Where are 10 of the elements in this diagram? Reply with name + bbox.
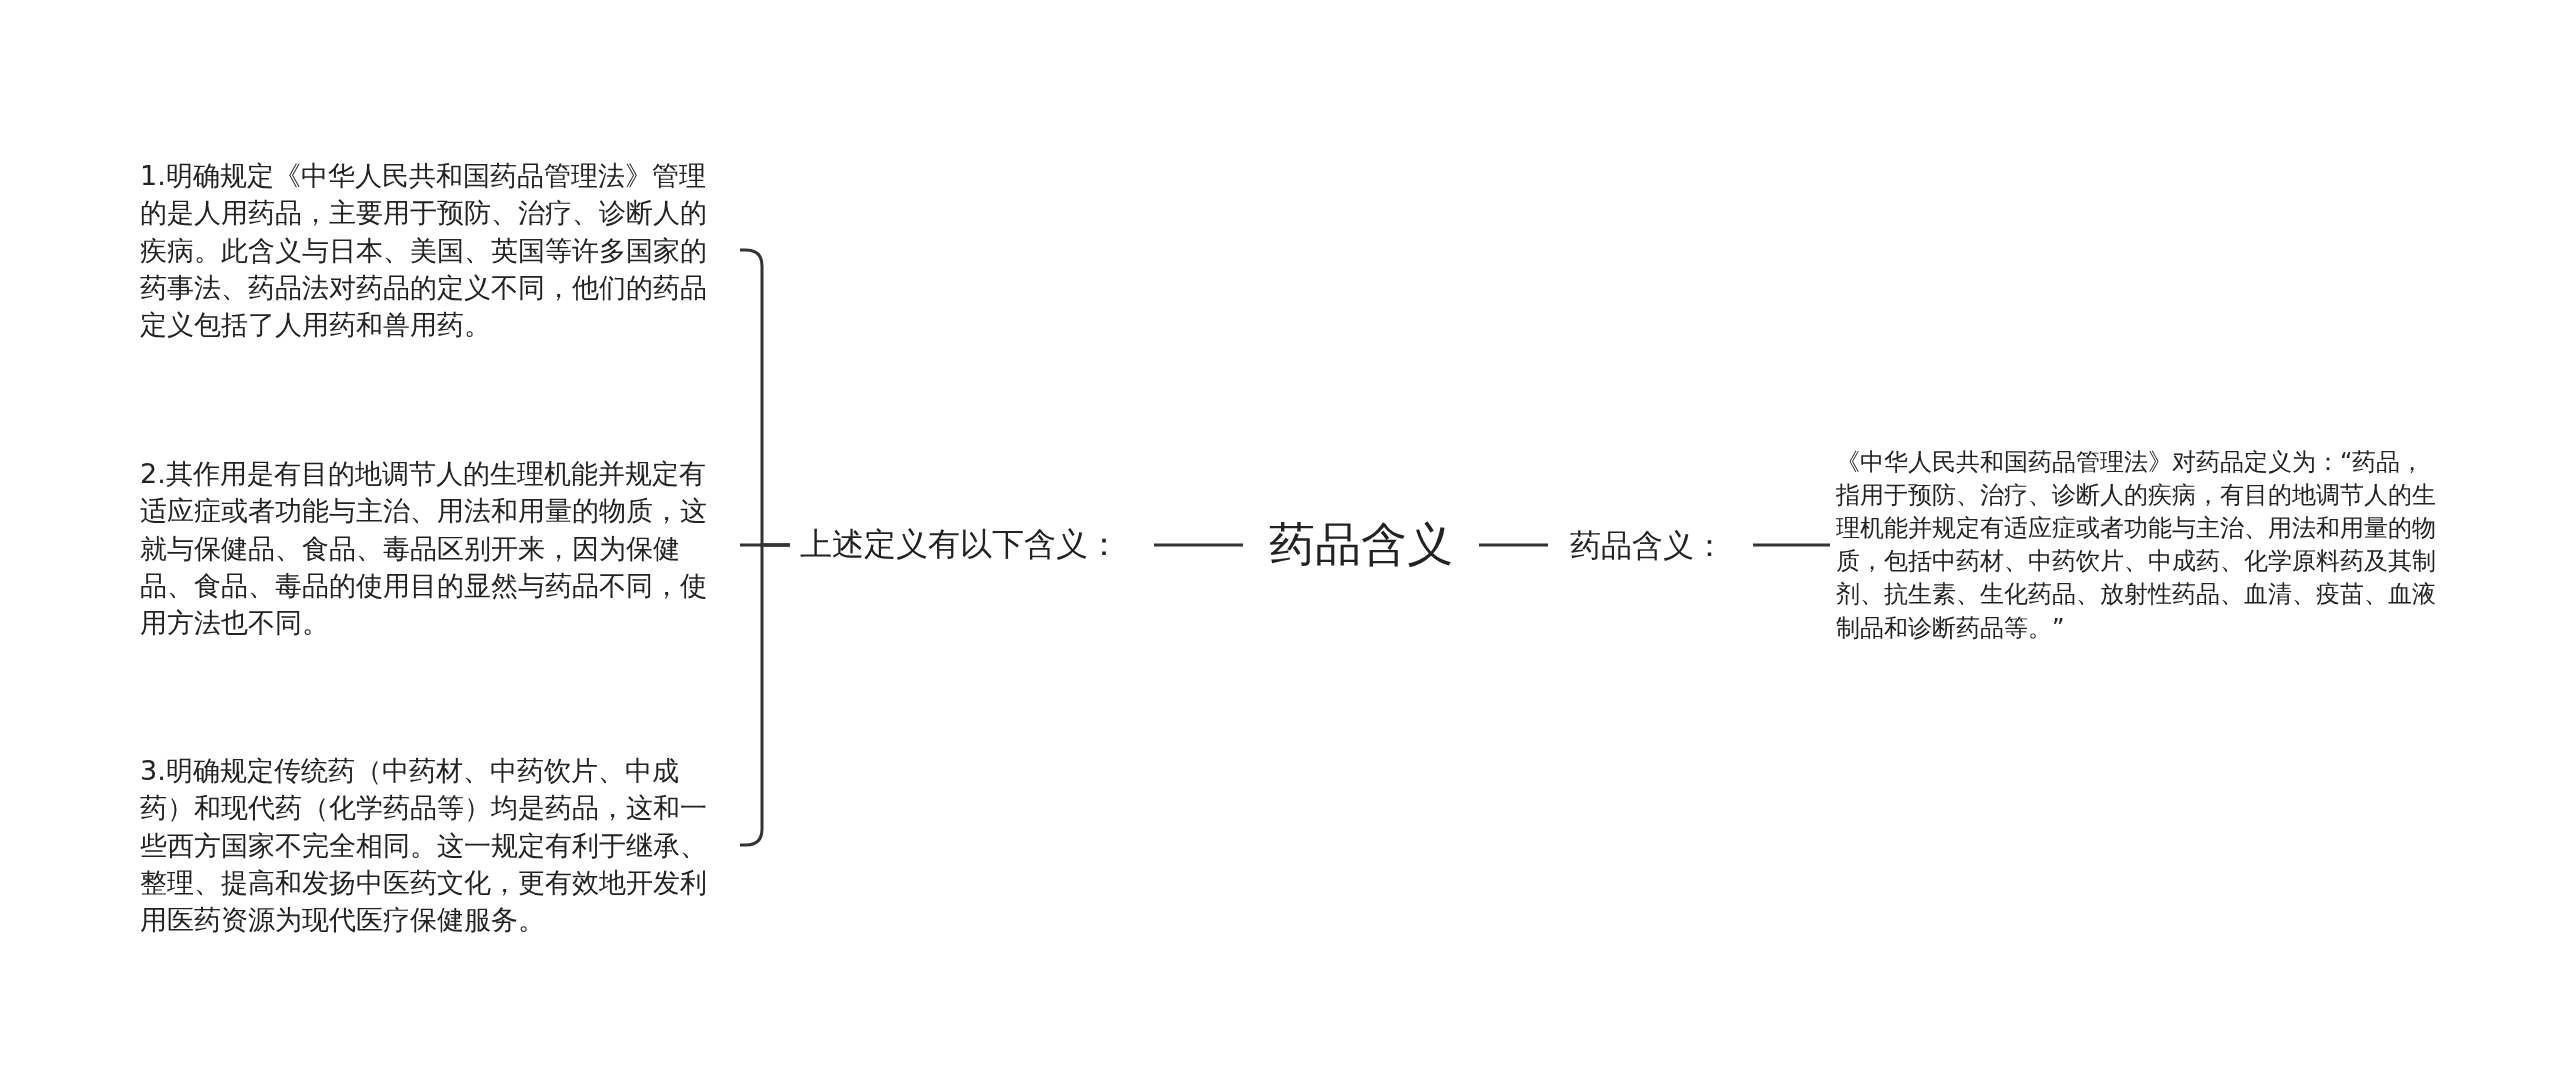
connector-line xyxy=(1154,543,1243,547)
leaf-topic-text: 3.明确规定传统药（中药材、中药饮片、中成药）和现代药（化学药品等）均是药品，这和一些西方国家不完全相同。这一规定有利于继承、整理、提高和发扬中医药文化，更有效地开发利用医药资源为现代医疗保健服务。 xyxy=(140,753,708,937)
leaf-topic-text: 1.明确规定《中华人民共和国药品管理法》管理的是人用药品，主要用于预防、治疗、诊断人的疾病。此含义与日本、美国、英国等许多国家的药事法、药品法对药品的定义不同，他们的药品定义包括了人用药和兽用药。 xyxy=(140,158,708,342)
branch-topic-text: 上述定义有以下含义： xyxy=(800,524,1120,566)
branch-topic-text: 药品含义： xyxy=(1570,525,1725,565)
connector-line xyxy=(1753,543,1830,547)
leaf-topic-text: 2.其作用是有目的地调节人的生理机能并规定有适应症或者功能与主治、用法和用量的物质，这就与保健品、食品、毒品区别开来，因为保健品、食品、毒品的使用目的显然与药品不同，使用方法也不同。 xyxy=(140,456,708,640)
connector-line xyxy=(1479,543,1548,547)
central-topic-text: 药品含义 xyxy=(1269,516,1453,574)
leaf-topic-text: 《中华人民共和国药品管理法》对药品定义为：“药品，指用于预防、治疗、诊断人的疾病，有目的地调节人的生理机能并规定有适应症或者功能与主治、用法和用量的物质，包括中药材、中药饮片、中成药、化学原料药及其制剂、抗生素、生化药品、放射性药品、血清、疫苗、血液制品和诊断药品等。” xyxy=(1836,446,2436,644)
